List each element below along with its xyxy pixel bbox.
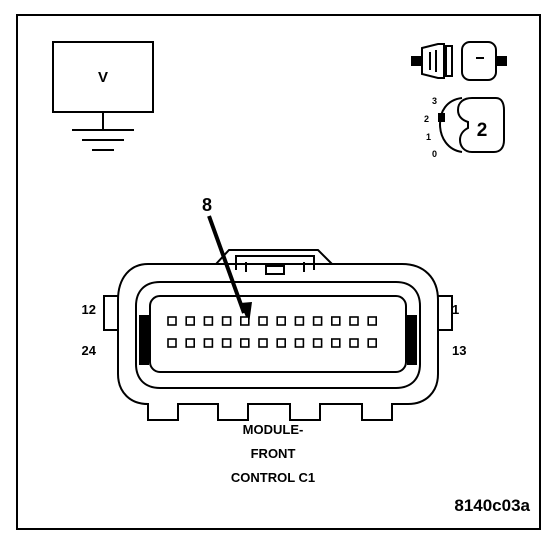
connector-pins — [167, 316, 378, 348]
pin-cavity — [367, 338, 378, 348]
selector-dial-icon: 3 2 1 0 2 — [424, 96, 505, 159]
pin-cavity — [185, 338, 195, 348]
voltmeter-symbol: V — [52, 41, 154, 113]
pin-cavity — [276, 316, 287, 326]
connector-body — [103, 249, 453, 421]
pin-label-left-bottom: 24 — [82, 343, 97, 358]
pin-cavity — [349, 338, 359, 348]
pin-cavity — [367, 316, 378, 326]
pin-label-right-bottom: 13 — [452, 343, 466, 358]
caption-line-3: CONTROL C1 — [230, 470, 316, 485]
pin-cavity — [312, 316, 323, 326]
caption-line-2: FRONT — [250, 446, 296, 461]
pin-cavity — [294, 316, 305, 326]
connector-mating-icon — [411, 41, 507, 81]
pin-cavity — [167, 316, 177, 326]
pin-cavity — [221, 338, 232, 348]
pin-label-left-top: 12 — [82, 302, 96, 317]
pin-label-right-top: 1 — [452, 302, 459, 317]
pin-cavity — [240, 316, 250, 326]
voltmeter-label: V — [98, 69, 108, 86]
pin-cavity — [203, 338, 214, 348]
ground-icon — [72, 112, 134, 151]
dial-tick-3: 3 — [432, 96, 437, 106]
pin-cavity — [240, 338, 250, 348]
pin-cavity — [258, 316, 268, 326]
figure-id: 8140c03a — [454, 496, 530, 515]
pin-cavity — [203, 316, 214, 326]
pin-cavity — [276, 338, 287, 348]
pin-cavity — [167, 338, 177, 348]
pin-cavity — [221, 316, 232, 326]
pin-cavity — [330, 316, 341, 326]
pin-callout-label: 8 — [202, 195, 212, 215]
dial-tick-2: 2 — [424, 114, 429, 124]
pin-cavity — [312, 338, 323, 348]
pin-cavity — [185, 316, 195, 326]
pin-cavity — [330, 338, 341, 348]
pin-cavity — [258, 338, 268, 348]
pin-cavity — [349, 316, 359, 326]
dial-tick-0: 0 — [432, 149, 437, 159]
dial-position: 2 — [477, 120, 488, 141]
dial-tick-1: 1 — [426, 132, 431, 142]
caption-line-1: MODULE- — [242, 422, 304, 437]
pin-cavity — [294, 338, 305, 348]
